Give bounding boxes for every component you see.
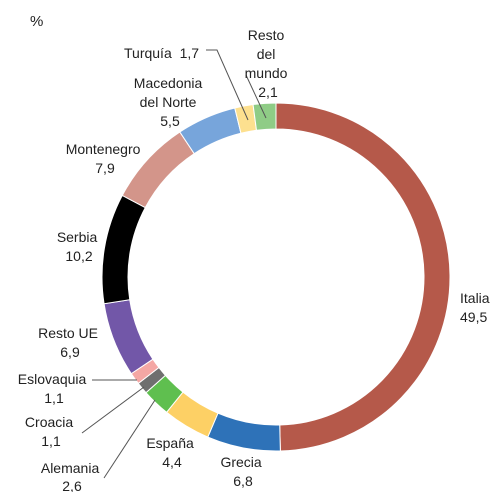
slice-grecia <box>207 412 281 452</box>
label-alemania: Alemania 2,6 <box>41 460 103 492</box>
slice-resto-ue <box>103 299 154 375</box>
label-turquia: Turquía 1,7 <box>124 45 199 61</box>
donut-slices <box>101 102 451 452</box>
slice-italia <box>275 102 451 452</box>
label-croacia: Croacia 1,1 <box>25 414 77 449</box>
label-eslovaquia: Eslovaquia 1,1 <box>18 371 90 406</box>
leader-lines <box>81 49 267 479</box>
label-resto-ue: Resto UE 6,9 <box>38 325 102 360</box>
slice-serbia <box>101 194 146 305</box>
leader-alemania <box>103 399 156 479</box>
label-italia: Italia 49,5 <box>460 290 493 325</box>
unit-label: % <box>30 13 43 30</box>
label-espana: España 4,4 <box>146 435 197 470</box>
leader-resto-mundo <box>245 74 267 119</box>
label-macedonia: Macedonia del Norte 5,5 <box>134 75 206 129</box>
slice-resto-del-mundo <box>252 102 277 131</box>
label-serbia: Serbia 10,2 <box>57 229 101 264</box>
label-montenegro: Montenegro 7,9 <box>66 141 145 176</box>
label-grecia: Grecia 6,8 <box>220 454 265 489</box>
leader-croacia <box>81 386 145 434</box>
leader-turquia <box>206 49 249 121</box>
label-resto-mundo: Resto del mundo 2,1 <box>245 27 292 100</box>
